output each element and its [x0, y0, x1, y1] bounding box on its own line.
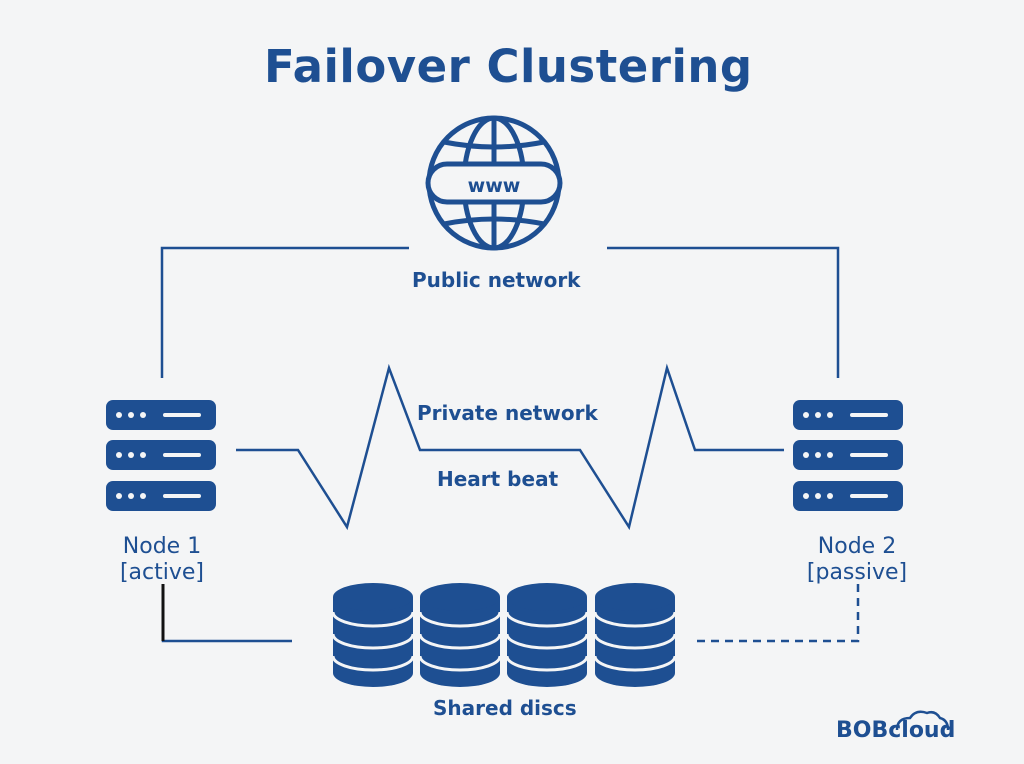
database-icon-4: [593, 583, 677, 687]
node2-storage-link: [695, 584, 860, 643]
node-2-label: Node 2 [passive]: [797, 534, 917, 586]
heart-beat-label: Heart beat: [437, 467, 559, 491]
database-icon-1: [331, 583, 415, 687]
globe-www-text: www: [468, 175, 521, 197]
node-2-state: [passive]: [806, 560, 908, 585]
server-icon-node-2: [793, 400, 903, 511]
shared-discs-label: Shared discs: [433, 696, 577, 720]
heartbeat-line: [236, 363, 784, 531]
node-2-name: Node 2: [817, 534, 897, 559]
page-title: Failover Clustering: [264, 40, 753, 93]
database-icon-2: [418, 583, 502, 687]
node-1-state: [active]: [119, 560, 205, 585]
server-icon-node-1: [106, 400, 216, 511]
bobcloud-logo: BOBcloud: [836, 718, 956, 743]
database-icon-3: [505, 583, 589, 687]
node1-storage-link: [161, 584, 292, 643]
cloud-icon: [895, 710, 950, 731]
node-1-label: Node 1 [active]: [112, 534, 212, 586]
node-1-name: Node 1: [122, 534, 202, 559]
private-network-label: Private network: [417, 401, 598, 425]
globe-icon: [425, 115, 563, 251]
public-network-line: [160, 246, 840, 378]
public-network-label: Public network: [412, 268, 581, 292]
